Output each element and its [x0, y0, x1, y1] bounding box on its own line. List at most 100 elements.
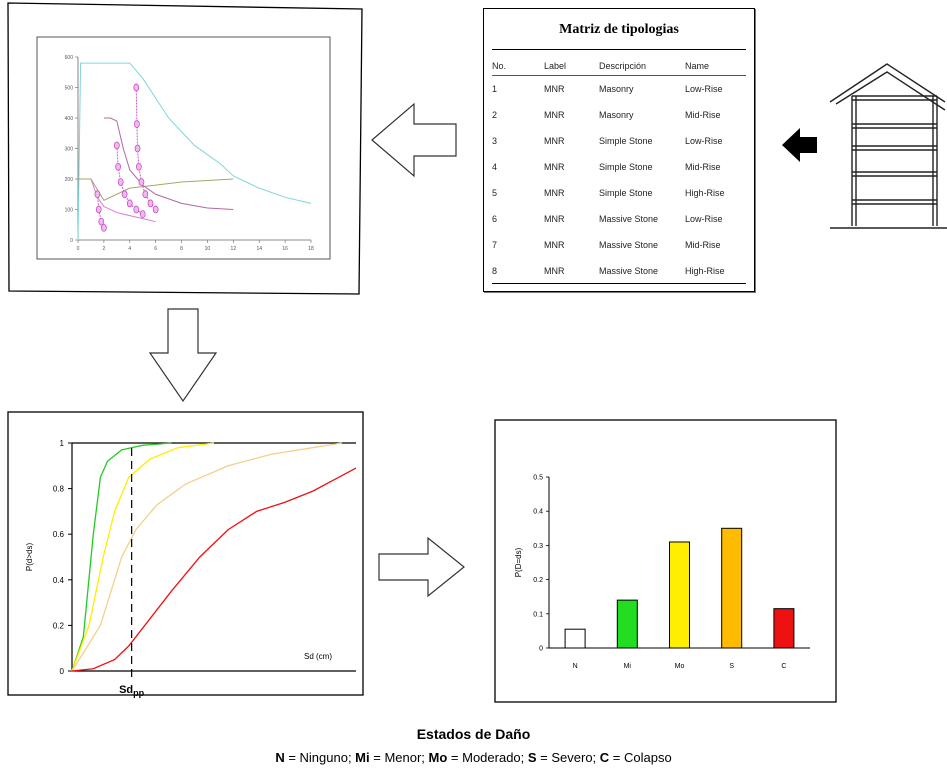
x-tick-label: 16	[282, 246, 288, 252]
performance-marker	[139, 210, 146, 218]
x-tick-label: 18	[308, 246, 314, 252]
y-tick-label: 0	[539, 646, 543, 653]
legend-abbr: Mi	[355, 750, 370, 765]
y-tick-label: 600	[65, 55, 74, 61]
x-tick-label: C	[781, 663, 786, 670]
x-tick-label: N	[573, 663, 578, 670]
x-tick-label: Mi	[624, 663, 632, 670]
table-cell: MNR	[544, 84, 565, 94]
table-row: 5 MNR Simple Stone High-Rise	[492, 180, 746, 206]
performance-marker	[94, 190, 101, 199]
performance-marker	[126, 199, 133, 208]
sdpp-label-main: Sd	[119, 684, 133, 696]
table-cell: High-Rise	[685, 188, 725, 198]
table-cell: 3	[492, 136, 498, 146]
table-cell: MNR	[544, 110, 565, 120]
table-cell: Low-Rise	[685, 136, 723, 146]
legend-abbr: Mo	[428, 750, 448, 765]
x-tick-label: 2	[102, 246, 105, 252]
table-header-cell: No.	[492, 61, 507, 71]
legend-abbr: S	[527, 750, 537, 765]
fragility-curve	[71, 442, 342, 672]
table-cell: MNR	[544, 188, 565, 198]
performance-marker	[117, 178, 124, 186]
typology-table-panel: Matriz de tipologias No. Label Descripci…	[483, 8, 755, 292]
table-cell: Mid-Rise	[685, 110, 721, 120]
arrow-down-outline-icon	[148, 308, 218, 403]
x-tick-label: S	[729, 663, 734, 670]
table-header-row: No. Label Descripción Name	[492, 56, 746, 76]
table-cell: Masonry	[599, 84, 634, 94]
table-cell: Low-Rise	[685, 214, 723, 224]
legend-abbr: N	[275, 750, 285, 765]
legend-desc: = Menor;	[369, 750, 429, 765]
bar	[773, 608, 795, 649]
table-cell: Massive Stone	[599, 214, 659, 224]
performance-marker	[152, 205, 159, 214]
table-cell: 5	[492, 188, 498, 198]
y-tick-label: 0.2	[533, 577, 543, 584]
building-icon	[829, 63, 947, 229]
y-tick-label: 0.6	[53, 530, 65, 539]
x-tick-label: 4	[128, 246, 131, 252]
y-tick-label: 0.4	[53, 576, 65, 585]
table-row: 3 MNR Simple Stone Low-Rise	[492, 128, 746, 154]
performance-marker	[113, 141, 120, 150]
x-axis-label: Sd (cm)	[304, 652, 332, 661]
table-cell: Mid-Rise	[685, 162, 721, 172]
y-axis-label: P(d>ds)	[25, 543, 34, 572]
table-cell: 7	[492, 240, 498, 250]
table-cell: Simple Stone	[599, 188, 653, 198]
y-tick-label: 0.8	[53, 485, 65, 494]
table-bottom-rule	[492, 283, 746, 284]
sdpp-label-subscript: pp	[133, 688, 144, 698]
table-cell: 4	[492, 162, 498, 172]
table-cell: MNR	[544, 266, 565, 276]
performance-marker	[138, 178, 145, 186]
y-tick-label: 300	[65, 147, 74, 153]
x-tick-label: 0	[77, 246, 80, 252]
legend-desc: = Colapso	[609, 750, 672, 765]
fragility-curve	[71, 467, 357, 672]
performance-marker	[115, 162, 121, 171]
performance-marker	[98, 217, 105, 226]
y-tick-label: 0	[70, 238, 73, 244]
x-tick-label: 6	[154, 246, 157, 252]
y-tick-label: 0.4	[533, 509, 543, 516]
arrow-left-filled-icon	[782, 128, 817, 162]
y-tick-label: 500	[65, 86, 74, 92]
y-tick-label: 0.2	[53, 621, 65, 630]
table-cell: Mid-Rise	[685, 240, 721, 250]
table-cell: 8	[492, 266, 498, 276]
performance-marker	[133, 205, 140, 214]
y-axis-label: P(D=ds)	[514, 547, 523, 577]
table-title: Matriz de tipologias	[559, 22, 679, 37]
table-cell: High-Rise	[685, 266, 725, 276]
table-cell: 1	[492, 84, 498, 94]
x-tick-label: 12	[231, 246, 237, 252]
fragility-curve	[71, 442, 215, 672]
legend-desc: = Moderado;	[447, 750, 528, 765]
table-row: 6 MNR Massive Stone Low-Rise	[492, 206, 746, 232]
table-cell: MNR	[544, 136, 565, 146]
table-cell: MNR	[544, 214, 565, 224]
fragility-chart-panel: 00.20.40.60.81P(d>ds)Sd (cm)Sdpp	[7, 411, 364, 698]
table-cell: 6	[492, 214, 498, 224]
arrow-right-outline-icon	[378, 536, 465, 598]
fragility-plot-area: 00.20.40.60.81P(d>ds)Sd (cm)Sdpp	[25, 439, 357, 698]
table-header-cell: Label	[544, 61, 567, 71]
bar	[564, 628, 586, 649]
y-tick-label: 200	[65, 177, 74, 183]
capacity-curve	[103, 117, 234, 210]
performance-marker	[134, 120, 140, 128]
table-cell: Simple Stone	[599, 136, 653, 146]
table-cell: MNR	[544, 240, 565, 250]
performance-marker	[147, 199, 154, 208]
performance-marker	[135, 162, 142, 171]
